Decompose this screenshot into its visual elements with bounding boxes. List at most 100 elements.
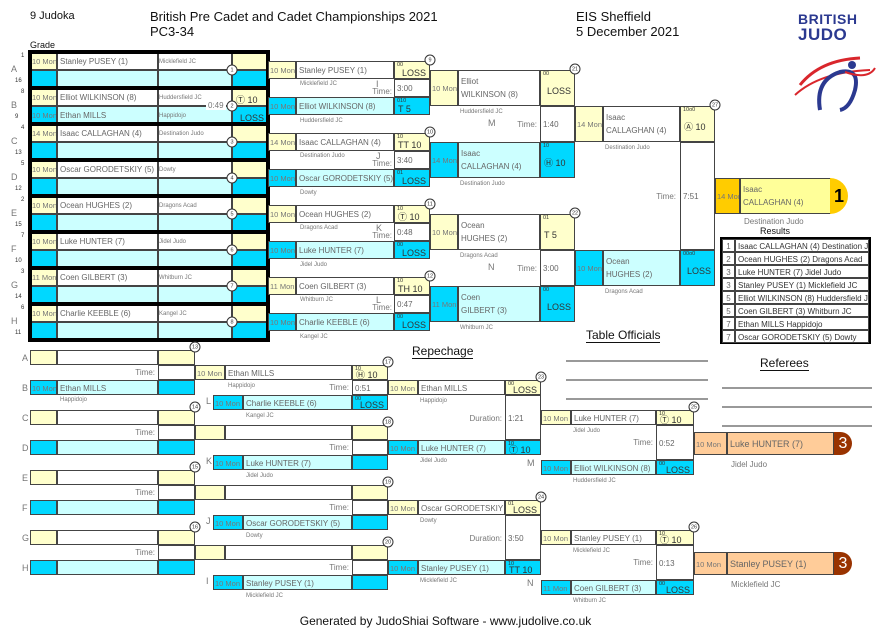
match-number-badge: 6 [226, 244, 238, 256]
competitor-name [57, 530, 158, 545]
competitor-name: Isaac CALLAGHAN (4) [296, 133, 394, 151]
score-cell: Ⓣ 10 [505, 440, 541, 455]
competitor-name [57, 440, 158, 455]
competitor-name [57, 470, 158, 485]
score-cell [158, 440, 195, 455]
club-label: Dragons Acad [460, 253, 498, 259]
score-cell [158, 470, 195, 485]
seed-number: 7 [21, 233, 25, 239]
score-code: 00 [397, 314, 404, 320]
score-code: 10 [659, 411, 666, 417]
result-place: 2 [722, 252, 735, 265]
table-officials-heading: Table Officials [586, 328, 661, 343]
competitor-name: Isaac CALLAGHAN (4) [458, 142, 540, 178]
result-entry: Isaac CALLAGHAN (4) Destination Judo [735, 239, 869, 252]
club-label: Jidel Judo [246, 473, 274, 479]
row-letter: C [22, 413, 29, 423]
match-letter: K [206, 456, 213, 466]
score-cell [158, 380, 195, 395]
grade-cell: 10 Mon [541, 460, 571, 475]
match-number-badge: 1 [226, 64, 238, 76]
match-number-badge: 12 [424, 270, 436, 282]
club-label: Dowty [300, 190, 317, 196]
competitor-name [57, 410, 158, 425]
winner-grade: 14 Mon [715, 178, 740, 214]
club-label: Destination Judo [605, 145, 650, 151]
match-letter: N [488, 262, 495, 272]
pools-frame [28, 50, 270, 342]
pool-block [30, 124, 268, 160]
bronze-name: Stanley PUSEY (1) [727, 552, 834, 575]
competitor-name: Luke HUNTER (7) [571, 410, 656, 425]
club-label: Happidojo [228, 383, 256, 389]
grade-cell [30, 440, 57, 455]
grade-cell: 10 Mon [268, 169, 296, 187]
club-label: Happidojo [60, 397, 88, 403]
score-cell: LOSS [505, 500, 541, 515]
result-place: 1 [722, 239, 735, 252]
row-letter: A [11, 64, 18, 74]
match-number-badge: 22 [569, 207, 581, 219]
grade-cell [30, 410, 57, 425]
match-time: 0:48 [394, 223, 430, 241]
score-cell [352, 425, 388, 440]
grade-cell: 10 Mon [430, 70, 458, 106]
match-time [352, 440, 388, 455]
row-letter: F [22, 503, 28, 513]
grade-cell: 10 Mon [541, 530, 571, 545]
time-cell [158, 545, 195, 560]
pool-block [30, 268, 268, 304]
seed-number: 8 [21, 89, 25, 95]
competitor-name: Oscar GORODETSKIY (5) [418, 500, 505, 515]
row-letter: B [22, 383, 29, 393]
score-code: 00 [397, 62, 404, 68]
score-cell: TT 10 [505, 560, 541, 575]
score-code: 00 [659, 461, 666, 467]
competitor-name: Stanley PUSEY (1) [418, 560, 505, 575]
pool-block [30, 52, 268, 88]
seed-number: 2 [21, 197, 25, 203]
match-time: 3:00 [540, 250, 575, 286]
match-letter: N [527, 578, 534, 588]
duration-label: Duration: [469, 414, 502, 423]
time-label: Time: [329, 443, 349, 452]
score-cell [158, 530, 195, 545]
time-label: Time: [329, 563, 349, 572]
club-label: Dowty [246, 533, 263, 539]
club-label: Destination Judo [300, 153, 345, 159]
competitor-name: Luke HUNTER (7) [418, 440, 505, 455]
result-entry: Elliot WILKINSON (8) Huddersfield JC [735, 291, 869, 304]
score-code: 10 [355, 366, 362, 372]
match-number-badge: 21 [569, 63, 581, 75]
competitor-name: Charlie KEEBLE (6) [296, 313, 394, 331]
club-label: Jidel Judo [420, 458, 448, 464]
competitor-name: Ethan MILLS [225, 365, 352, 380]
row-letter: E [11, 208, 18, 218]
competitor-name [225, 485, 352, 500]
club-label: Huddersfield JC [300, 118, 343, 124]
grade-cell: 14 Mon [430, 142, 458, 178]
score-cell: LOSS [680, 250, 715, 286]
match-time: 3:40 [394, 151, 430, 169]
match-letter: J [206, 516, 211, 526]
score-cell: TT 10 [394, 133, 430, 151]
grade-cell: 10 Mon [195, 365, 225, 380]
results-heading: Results [760, 226, 791, 236]
seed-number: 16 [15, 78, 22, 84]
time-label: Time: [656, 192, 676, 201]
match-number-badge: 5 [226, 208, 238, 220]
match-time: 3:00 [394, 79, 430, 97]
score-cell: Ⓐ 10 [680, 106, 715, 142]
match-time: 1:40 [540, 106, 575, 142]
match-number-badge: 19 [382, 476, 394, 488]
club-label: Jidel Judo [573, 428, 601, 434]
row-letter: D [22, 443, 29, 453]
match-letter: I [206, 576, 209, 586]
category-name: PC3-34 [150, 24, 195, 39]
competitor-name: Ocean HUGHES (2) [296, 205, 394, 223]
match-number-badge: 11 [424, 198, 436, 210]
competitor-name: Stanley PUSEY (1) [243, 575, 352, 590]
grade-cell: 14 Mon [268, 133, 296, 151]
match-number-badge: 16 [189, 521, 201, 533]
